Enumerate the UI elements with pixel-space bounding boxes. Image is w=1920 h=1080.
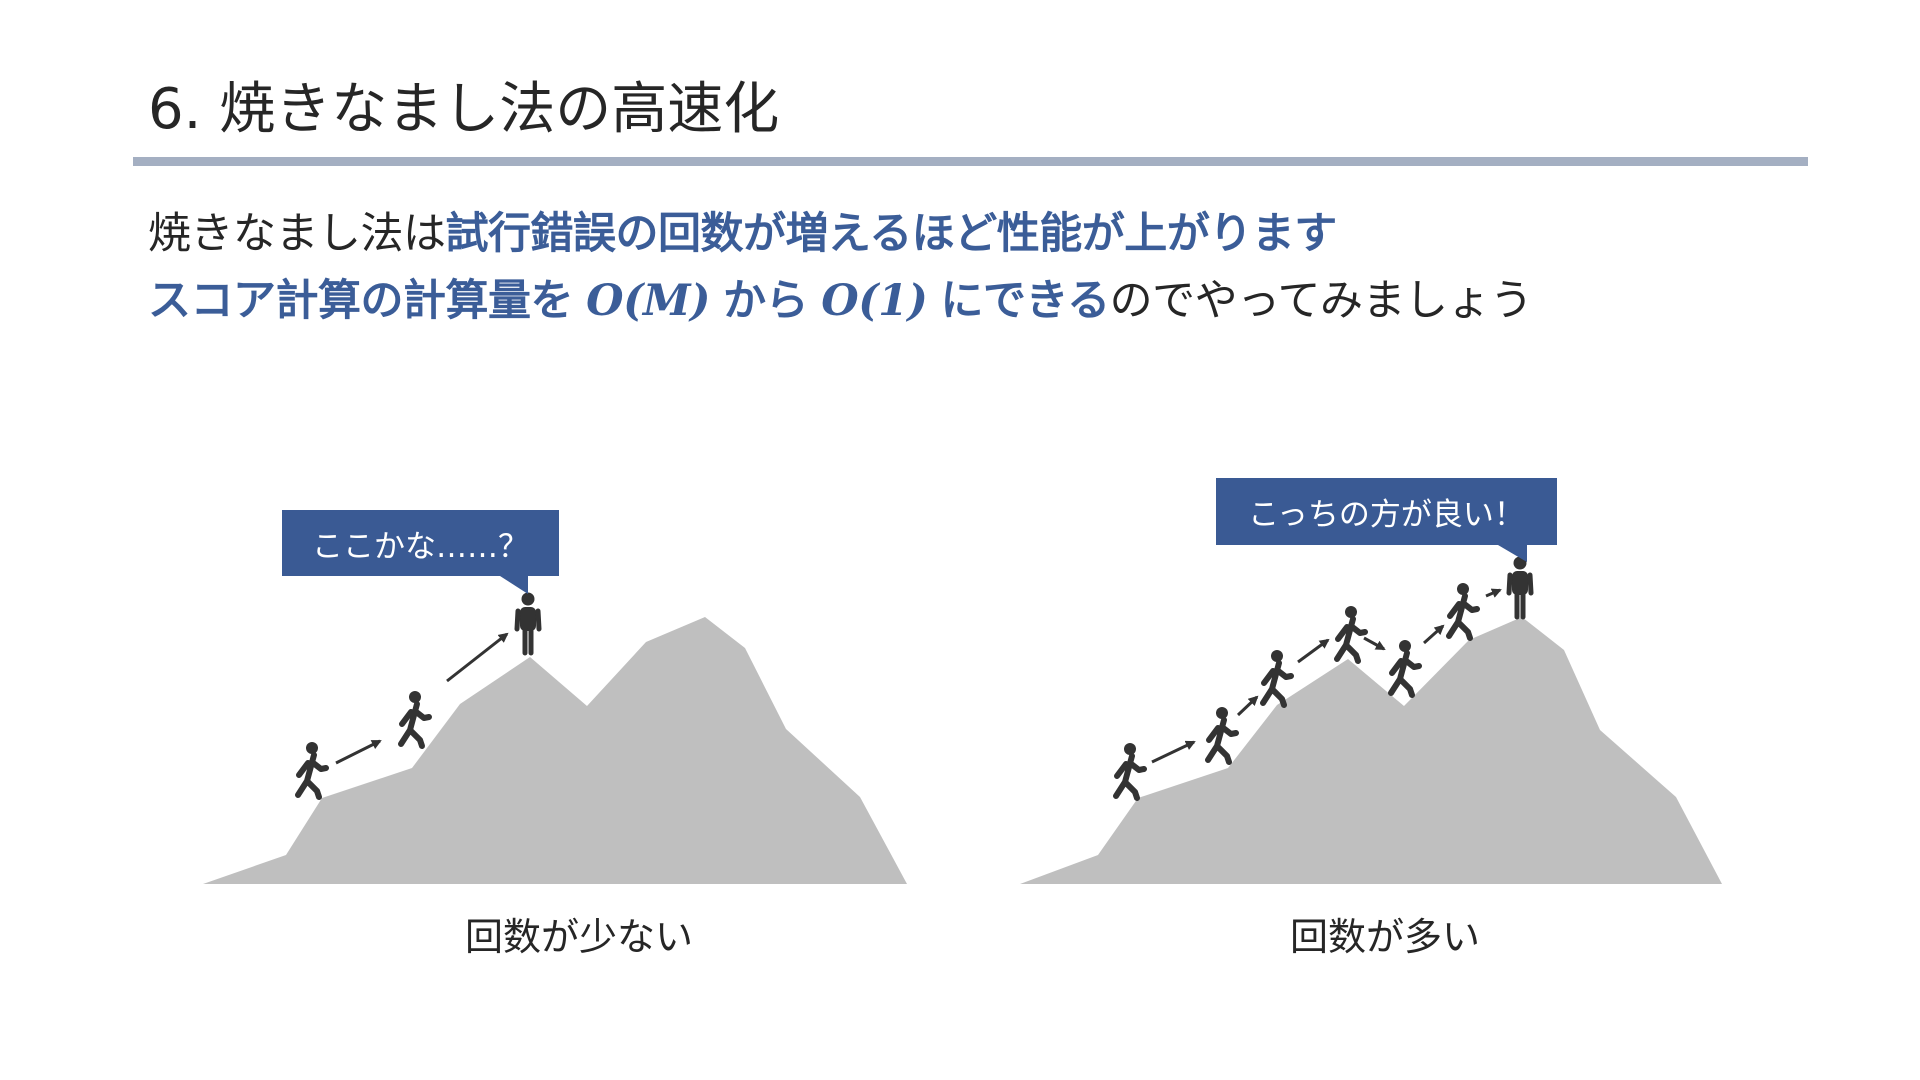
walker-figure-icon: [298, 742, 326, 797]
walker-figure-icon: [401, 691, 429, 746]
speech-bubble-right: こっちの方が良い！: [1216, 478, 1557, 545]
right-scene: [1020, 545, 1722, 884]
walker-figure-icon: [1337, 606, 1365, 661]
walker-figure-icon: [1263, 650, 1291, 705]
left-scene: [203, 576, 907, 884]
standing-figure-icon: [1509, 557, 1531, 618]
speech-bubble-tail: [500, 576, 528, 594]
arrow-icon: [336, 741, 380, 763]
arrow-icon: [1152, 742, 1194, 762]
arrow-icon: [1364, 638, 1384, 649]
walker-figure-icon: [1208, 707, 1236, 762]
speech-bubble-left: ここかな……？: [282, 510, 559, 576]
walker-figure-icon: [1391, 640, 1419, 695]
walker-figure-icon: [1116, 743, 1144, 798]
walker-figure-icon: [1449, 583, 1477, 638]
arrow-icon: [447, 634, 507, 681]
standing-figure-icon: [517, 593, 539, 654]
arrow-icon: [1424, 626, 1443, 643]
arrow-icon: [1238, 697, 1257, 715]
speech-bubble-tail: [1498, 545, 1527, 562]
arrow-icon: [1298, 640, 1328, 662]
caption-many-iterations: 回数が多い: [1290, 912, 1480, 962]
caption-few-iterations: 回数が少ない: [465, 912, 693, 962]
arrow-icon: [1486, 590, 1500, 596]
